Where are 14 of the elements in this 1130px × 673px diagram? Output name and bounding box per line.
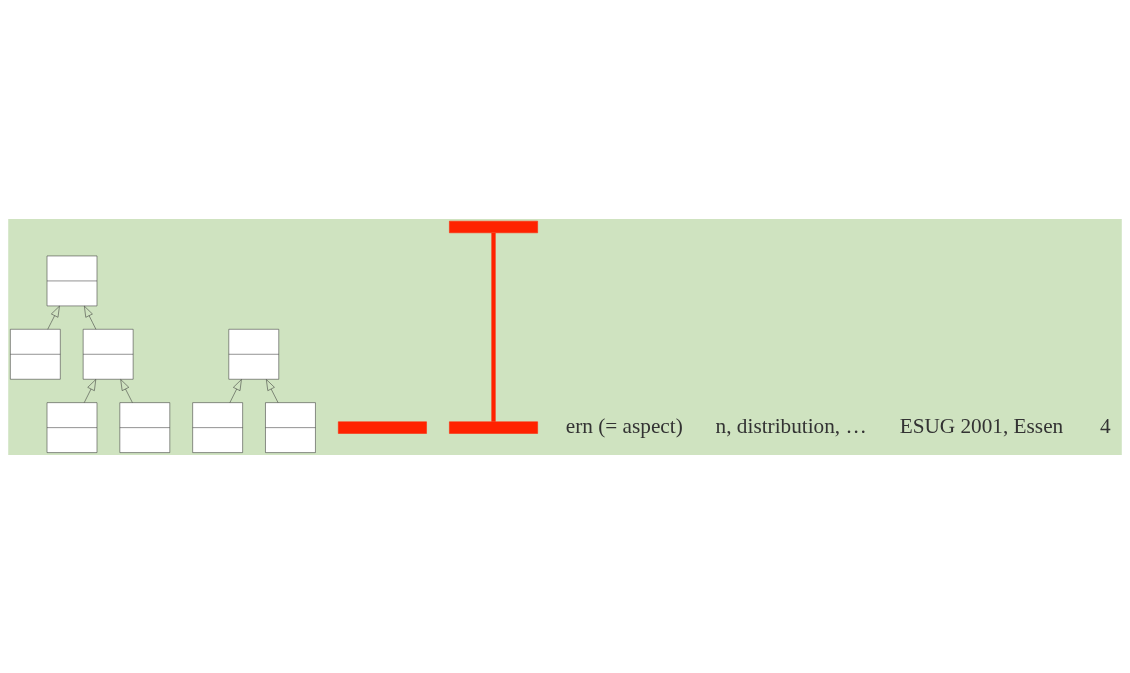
arrow bbox=[229, 378, 242, 403]
node-bar bbox=[449, 220, 538, 233]
connector bbox=[491, 232, 496, 422]
label: ern (= aspect) bbox=[565, 413, 683, 438]
label: n, distribution, … bbox=[715, 413, 867, 438]
arrow bbox=[266, 378, 279, 403]
arrow bbox=[83, 378, 97, 403]
arrow bbox=[120, 378, 133, 403]
node-bar bbox=[449, 421, 538, 434]
arrow bbox=[84, 305, 97, 330]
label: ESUG 2001, Essen bbox=[899, 413, 1064, 438]
node-bar bbox=[338, 421, 427, 434]
label: 4 bbox=[1099, 413, 1111, 438]
arrow bbox=[47, 305, 60, 330]
